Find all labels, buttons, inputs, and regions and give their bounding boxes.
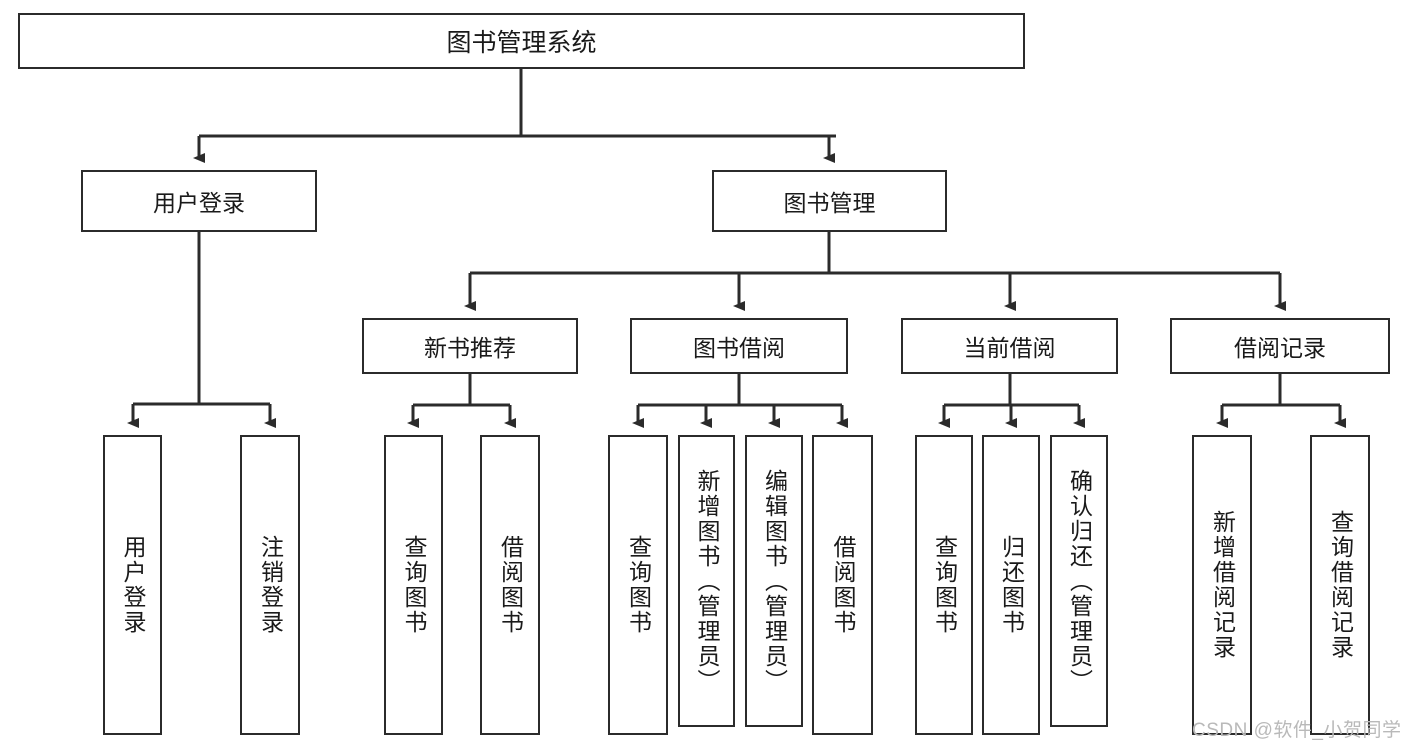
- node-leaf-edit-book[interactable]: 编辑图书（管理员）: [745, 435, 803, 727]
- node-book-borrow-label: 图书借阅: [693, 335, 785, 361]
- node-leaf-add-book[interactable]: 新增图书（管理员）: [678, 435, 735, 727]
- node-leaf-edit-book-label: 编辑图书（管理员）: [761, 468, 788, 694]
- node-current-borrow-label: 当前借阅: [963, 335, 1056, 361]
- node-leaf-return-book-label: 归还图书: [998, 535, 1025, 635]
- node-new-book-recommend[interactable]: 新书推荐: [362, 318, 578, 374]
- node-new-book-recommend-label: 新书推荐: [424, 335, 516, 361]
- node-leaf-query-book-3[interactable]: 查询图书: [915, 435, 973, 735]
- node-book-manage-label: 图书管理: [783, 190, 876, 216]
- node-leaf-borrow-book-2[interactable]: 借阅图书: [812, 435, 873, 735]
- node-root-label: 图书管理系统: [446, 29, 597, 57]
- node-leaf-query-record-label: 查询借阅记录: [1327, 510, 1354, 660]
- node-leaf-query-book-1-label: 查询图书: [401, 535, 427, 635]
- node-borrow-record[interactable]: 借阅记录: [1170, 318, 1390, 374]
- node-leaf-confirm-return-label: 确认归还（管理员）: [1066, 468, 1093, 694]
- node-user-login[interactable]: 用户登录: [81, 170, 317, 232]
- node-leaf-add-record[interactable]: 新增借阅记录: [1192, 435, 1252, 735]
- node-leaf-logout[interactable]: 注销登录: [240, 435, 300, 735]
- node-leaf-add-record-label: 新增借阅记录: [1209, 510, 1236, 660]
- node-leaf-logout-label: 注销登录: [257, 535, 284, 635]
- node-leaf-return-book[interactable]: 归还图书: [982, 435, 1040, 735]
- node-current-borrow[interactable]: 当前借阅: [901, 318, 1118, 374]
- node-leaf-query-book-2[interactable]: 查询图书: [608, 435, 668, 735]
- watermark: CSDN @软件_小贺同学: [1192, 720, 1402, 741]
- node-leaf-query-book-3-label: 查询图书: [931, 535, 958, 635]
- node-borrow-record-label: 借阅记录: [1234, 335, 1326, 361]
- node-leaf-query-record[interactable]: 查询借阅记录: [1310, 435, 1370, 735]
- node-root[interactable]: 图书管理系统: [18, 13, 1025, 69]
- node-leaf-query-book-1[interactable]: 查询图书: [384, 435, 443, 735]
- node-leaf-borrow-book-1-label: 借阅图书: [497, 535, 524, 635]
- node-leaf-user-login[interactable]: 用户登录: [103, 435, 162, 735]
- node-leaf-borrow-book-2-label: 借阅图书: [830, 535, 856, 635]
- node-leaf-confirm-return[interactable]: 确认归还（管理员）: [1050, 435, 1108, 727]
- node-book-manage[interactable]: 图书管理: [712, 170, 947, 232]
- node-book-borrow[interactable]: 图书借阅: [630, 318, 848, 374]
- node-leaf-borrow-book-1[interactable]: 借阅图书: [480, 435, 540, 735]
- node-leaf-add-book-label: 新增图书（管理员）: [694, 468, 720, 694]
- node-leaf-user-login-label: 用户登录: [120, 535, 146, 635]
- node-user-login-label: 用户登录: [153, 190, 245, 216]
- node-leaf-query-book-2-label: 查询图书: [625, 535, 652, 635]
